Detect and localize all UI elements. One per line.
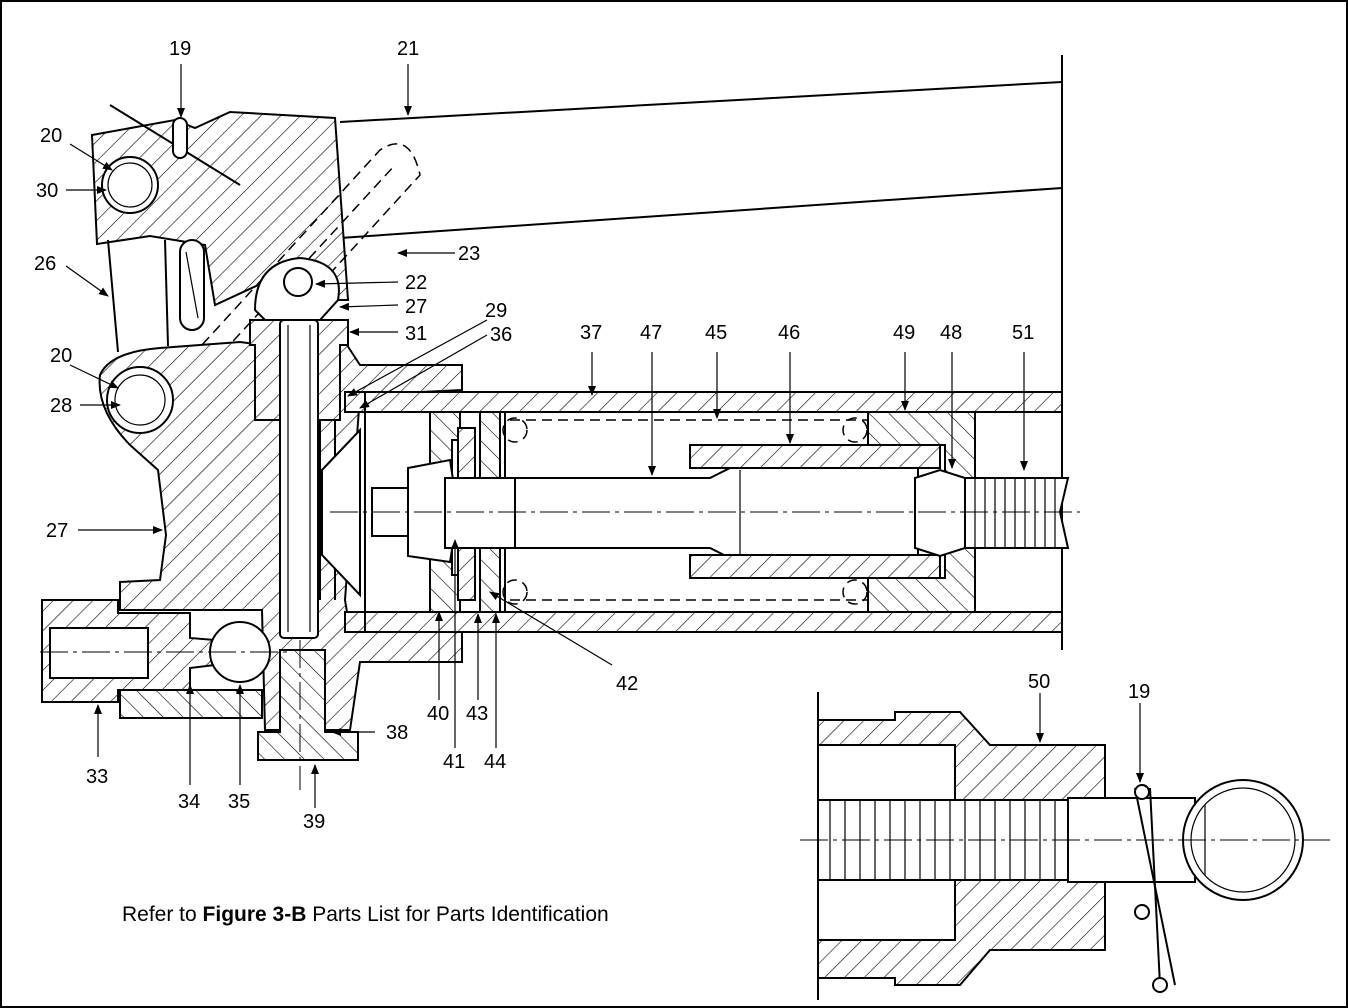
callout-33: 33 xyxy=(86,766,108,788)
callout-50: 50 xyxy=(1028,671,1050,693)
figure-reference: Figure 3-B xyxy=(202,903,307,926)
parts-reference-note: Refer to Figure 3-B Parts List for Parts… xyxy=(122,903,609,927)
callout-39: 39 xyxy=(303,811,325,833)
link-plate xyxy=(107,239,205,353)
clevis xyxy=(253,256,340,321)
callout-29: 29 xyxy=(485,300,507,322)
callout-31: 31 xyxy=(405,323,427,345)
callout-19: 19 xyxy=(1128,681,1150,703)
lock-nut xyxy=(914,468,966,558)
callout-44: 44 xyxy=(484,751,506,773)
callout-51: 51 xyxy=(1012,322,1034,344)
ram-rod xyxy=(514,467,919,559)
callout-21: 21 xyxy=(397,38,419,60)
callout-42: 42 xyxy=(616,673,638,695)
callout-19: 19 xyxy=(169,38,191,60)
callout-23: 23 xyxy=(458,243,480,265)
callout-26: 26 xyxy=(34,253,56,275)
leader-lines xyxy=(65,64,1144,808)
note-suffix: Parts List for Parts Identification xyxy=(306,903,609,926)
pump-plunger xyxy=(279,319,319,639)
note-prefix: Refer to xyxy=(122,903,203,926)
callout-27: 27 xyxy=(405,296,427,318)
inset-detail xyxy=(800,692,1330,1000)
callout-20: 20 xyxy=(50,345,72,367)
threaded-screw xyxy=(330,477,1080,549)
callout-43: 43 xyxy=(466,703,488,725)
callout-49: 49 xyxy=(893,322,915,344)
callout-41: 41 xyxy=(443,751,465,773)
callout-47: 47 xyxy=(640,322,662,344)
inlet-fitting xyxy=(40,599,290,719)
callout-22: 22 xyxy=(405,272,427,294)
callout-20: 20 xyxy=(40,125,62,147)
ram-sleeve xyxy=(689,444,941,579)
callout-28: 28 xyxy=(50,395,72,417)
return-spring xyxy=(502,417,870,605)
callout-48: 48 xyxy=(940,322,962,344)
callout-40: 40 xyxy=(427,703,449,725)
cotter-pin-top xyxy=(172,117,188,159)
callout-27: 27 xyxy=(46,520,68,542)
callout-labels: 19 21 20 30 23 26 22 27 29 31 36 37 47 4… xyxy=(34,38,1150,833)
handle-lever xyxy=(339,55,1063,650)
callout-45: 45 xyxy=(705,322,727,344)
callout-37: 37 xyxy=(580,322,602,344)
callout-35: 35 xyxy=(228,791,250,813)
callout-36: 36 xyxy=(490,324,512,346)
callout-34: 34 xyxy=(178,791,200,813)
callout-46: 46 xyxy=(778,322,800,344)
callout-30: 30 xyxy=(36,180,58,202)
callout-38: 38 xyxy=(386,722,408,744)
ram-nut xyxy=(371,458,516,564)
